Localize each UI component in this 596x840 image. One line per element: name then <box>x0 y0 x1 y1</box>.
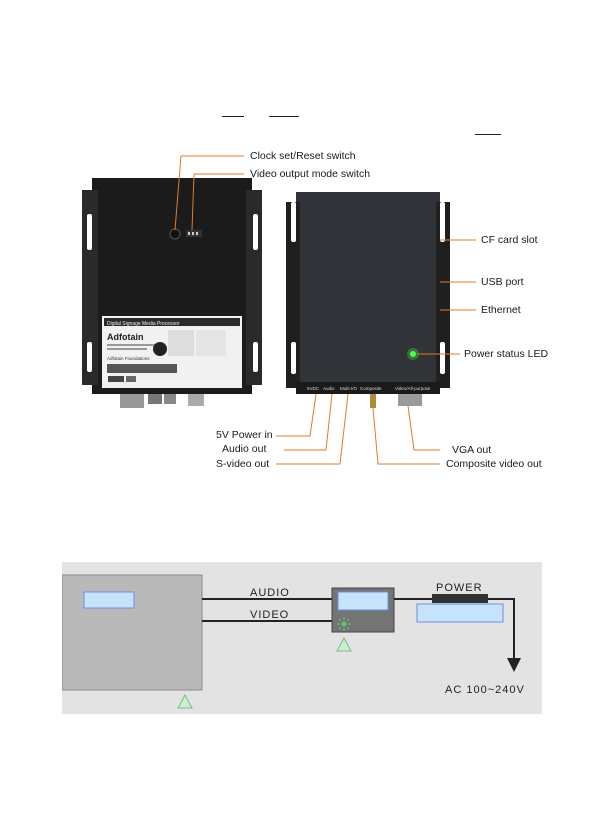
label-power-in: 5V Power in <box>216 429 273 441</box>
label-vga-out: VGA out <box>452 444 491 456</box>
connection-diagram-svg: AUDIO VIDEO POWER AC 100~240V <box>62 562 542 714</box>
label-cf-card: CF card slot <box>481 234 538 246</box>
header-underline-1 <box>222 116 244 117</box>
audio-label: AUDIO <box>250 587 290 599</box>
ac-voltage-label: AC 100~240V <box>445 684 525 696</box>
port-multi-io-text: Multi-I/O <box>340 386 358 391</box>
connection-diagram: AUDIO VIDEO POWER AC 100~240V <box>62 562 542 714</box>
label-ethernet: Ethernet <box>481 304 521 316</box>
device-heading-text: Digital Signage Media Processor <box>107 321 180 327</box>
port-5vdc-text: 5VDC <box>307 386 320 391</box>
label-audio-out: Audio out <box>222 443 266 455</box>
label-usb: USB port <box>481 276 524 288</box>
header-underline-3 <box>475 134 501 135</box>
port-video-text: Video/All-purpose <box>395 386 431 391</box>
right-device: 5VDC Audio Multi-I/O Composite Video/All… <box>286 192 450 408</box>
label-power-led: Power status LED <box>464 348 548 360</box>
video-label: VIDEO <box>250 609 289 621</box>
port-composite-text: Composite <box>360 386 382 391</box>
processor-screen <box>338 592 388 610</box>
port-audio-text: Audio <box>323 386 335 391</box>
device-photo: Digital Signage Media Processor Adfotain… <box>60 150 550 480</box>
display-input-box <box>84 592 134 608</box>
label-clock-reset: Clock set/Reset switch <box>250 150 356 162</box>
label-video-mode: Video output mode switch <box>250 168 370 180</box>
left-device: Digital Signage Media Processor Adfotain… <box>82 178 262 408</box>
device-photo-svg: Digital Signage Media Processor Adfotain… <box>60 150 550 480</box>
power-adapter-box <box>417 604 503 622</box>
power-label: POWER <box>436 582 483 594</box>
label-svideo-out: S-video out <box>216 458 269 470</box>
led-icon <box>337 617 351 631</box>
label-composite-out: Composite video out <box>446 458 542 470</box>
device-brand-text: Adfotain <box>107 332 144 342</box>
header-underline-2 <box>269 116 299 117</box>
power-adapter-cable <box>432 594 488 603</box>
device-company-text: Adfotain Foundations <box>107 356 150 361</box>
